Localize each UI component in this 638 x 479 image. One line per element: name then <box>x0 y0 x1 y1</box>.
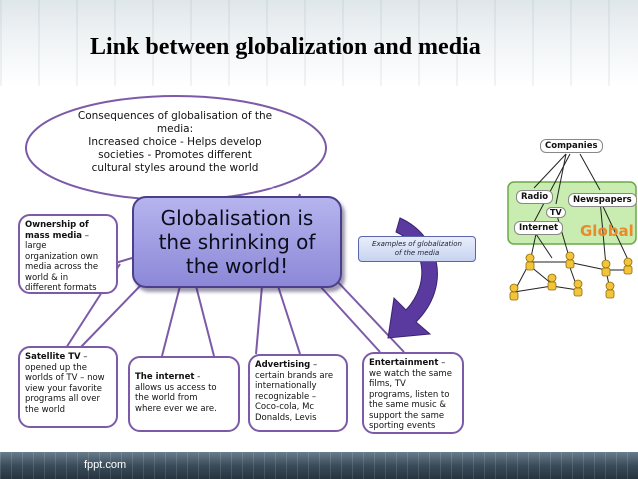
consequences-line: media: <box>156 123 194 135</box>
internet-label: Internet <box>514 221 564 235</box>
central-line-3: the world! <box>185 254 289 278</box>
advertising-text: certain brands are <box>255 370 334 381</box>
ownership-heading: mass media <box>25 230 83 241</box>
entertainment-box: Entertainment – we watch the same films,… <box>362 352 464 434</box>
advertising-text: Coco-cola, Mc <box>255 402 315 412</box>
line-advertising-b <box>277 285 301 355</box>
entertainment-text: sporting events <box>369 421 436 431</box>
slide-title: Link between globalization and media <box>90 34 481 60</box>
ownership-text: – large <box>25 230 89 252</box>
examples-line-1: Examples of globalization <box>372 240 462 248</box>
examples-label: Examples of globalization of the media <box>358 236 476 262</box>
newspapers-label: Newspapers <box>568 193 637 207</box>
line-advertising-a <box>255 285 263 355</box>
consequences-line: Increased choice - Helps develop <box>88 136 262 148</box>
tv-label: TV <box>546 207 566 218</box>
satellite-heading: Satellite TV <box>25 352 81 362</box>
line-entertainment-a <box>319 285 381 353</box>
line-internet-b <box>195 285 215 357</box>
satellite-text: the world <box>25 404 66 415</box>
footer-brand: fppt.com <box>84 459 127 471</box>
entertainment-text: support the same <box>369 410 445 421</box>
ownership-text: organization own <box>25 251 99 262</box>
consequences-bubble-text: Consequences of globalisation of the med… <box>56 110 294 175</box>
satellite-text: opened up the <box>25 362 87 373</box>
ownership-text: media across the <box>25 262 99 272</box>
satellite-text: worlds of TV – now <box>25 373 105 383</box>
line-satellite-b <box>79 285 141 349</box>
internet-box: The internet - allows us access to the w… <box>128 356 240 432</box>
advertising-text: internationally <box>255 381 317 391</box>
advertising-text: – <box>310 360 318 370</box>
advertising-box: Advertising – certain brands are interna… <box>248 354 348 432</box>
global-label: Global <box>580 222 634 240</box>
ownership-box: Ownership of mass media – large organiza… <box>18 214 118 294</box>
internet-text: the world from <box>135 393 198 403</box>
consequences-bubble-shape <box>25 95 327 201</box>
advertising-text: Donalds, Levis <box>255 412 317 423</box>
entertainment-text: – <box>438 358 446 368</box>
ownership-text: world & in <box>25 272 69 283</box>
consequences-line: societies - Promotes different <box>98 149 252 161</box>
line-entertainment-b <box>335 279 405 353</box>
line-internet-a <box>161 285 181 357</box>
satellite-tv-box: Satellite TV – opened up the worlds of T… <box>18 346 118 428</box>
entertainment-text: films, TV <box>369 379 406 389</box>
examples-line-2: of the media <box>394 249 440 257</box>
internet-text: - <box>194 372 201 382</box>
advertising-text: recognizable – <box>255 391 317 402</box>
entertainment-heading: Entertainment <box>369 358 439 368</box>
radio-label: Radio <box>516 190 554 204</box>
ownership-text: different formats <box>25 283 97 293</box>
central-line-2: the shrinking of <box>158 230 316 254</box>
entertainment-text: we watch the same <box>369 368 452 379</box>
advertising-heading: Advertising <box>255 360 311 370</box>
satellite-text: programs all over <box>25 394 101 404</box>
central-line-1: Globalisation is <box>160 206 314 230</box>
companies-label: Companies <box>540 139 603 153</box>
slide-footer <box>0 452 638 479</box>
consequences-line: Consequences of globalisation of the <box>77 110 273 122</box>
entertainment-text: programs, listen to <box>369 389 450 400</box>
entertainment-text: the same music & <box>369 400 446 410</box>
central-node: Globalisation is the shrinking of the wo… <box>132 196 342 288</box>
ownership-heading: Ownership of <box>25 220 89 230</box>
internet-text: where ever we are. <box>135 403 217 414</box>
internet-heading: The internet <box>135 372 195 382</box>
satellite-text: – <box>80 352 88 362</box>
consequences-line: cultural styles around the world <box>91 162 259 174</box>
satellite-text: view your favorite <box>25 383 102 394</box>
slide-header <box>0 0 638 86</box>
internet-text: allows us access to <box>135 382 217 393</box>
